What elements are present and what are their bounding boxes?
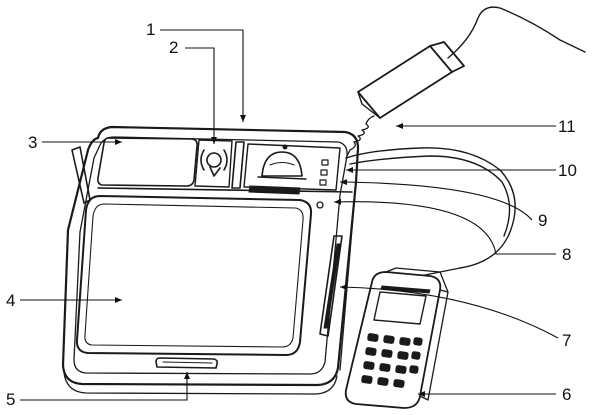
scanner-window xyxy=(97,137,198,187)
indicator-light xyxy=(319,179,327,186)
power-adapter xyxy=(345,6,586,159)
paper-slot xyxy=(248,185,301,195)
label-6: 6 xyxy=(562,385,571,404)
label-1: 1 xyxy=(146,20,155,39)
printer-area xyxy=(243,143,341,191)
label-2: 2 xyxy=(169,38,178,57)
side-slot xyxy=(319,235,343,337)
label-7: 7 xyxy=(562,331,571,350)
card-slot xyxy=(231,141,245,189)
power-button xyxy=(316,201,324,209)
bottom-button xyxy=(155,357,218,369)
indicator-light xyxy=(321,159,329,166)
label-5: 5 xyxy=(6,390,15,409)
indicator-light xyxy=(320,169,328,176)
nfc-area xyxy=(194,139,233,188)
nfc-icon xyxy=(200,149,228,177)
pin-pad xyxy=(344,267,449,409)
callout-labels: 1 2 3 4 5 6 7 8 9 10 11 xyxy=(6,20,577,409)
label-10: 10 xyxy=(558,161,577,180)
label-3: 3 xyxy=(28,133,37,152)
camera-icon xyxy=(257,144,307,180)
label-4: 4 xyxy=(6,291,15,310)
label-9: 9 xyxy=(538,211,547,230)
terminal-body xyxy=(61,125,360,395)
screen xyxy=(75,195,313,356)
label-11: 11 xyxy=(558,117,576,136)
leader-lines xyxy=(20,29,559,401)
pinpad-cable xyxy=(345,147,516,277)
top-panel xyxy=(97,137,353,209)
keypad-keys xyxy=(361,333,423,388)
label-8: 8 xyxy=(562,245,571,264)
